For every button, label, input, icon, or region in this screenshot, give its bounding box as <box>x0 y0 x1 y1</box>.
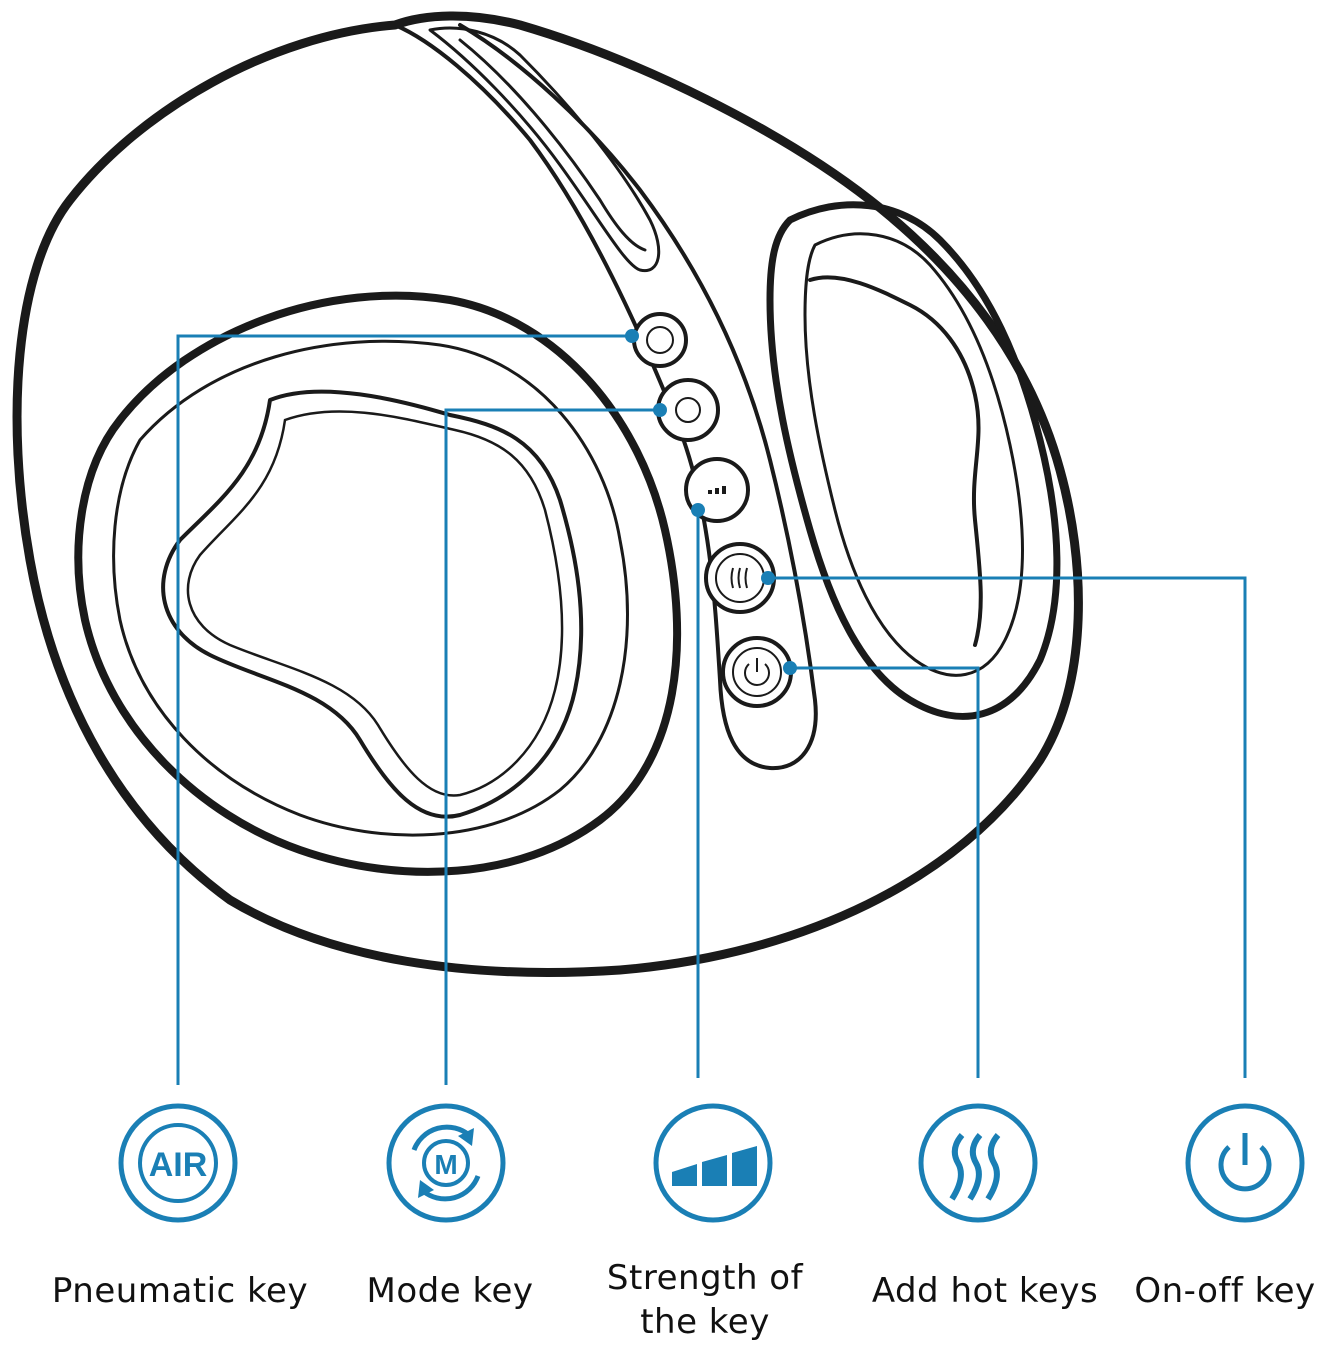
heat-icon <box>918 1103 1038 1223</box>
pneumatic-button[interactable] <box>632 312 688 368</box>
strength-key-label: Strength of the key <box>575 1256 835 1344</box>
heat-callout <box>768 576 1247 1078</box>
strength-bars-icon <box>653 1103 773 1223</box>
mode-icon: M <box>386 1103 506 1223</box>
power-callout-dot <box>783 661 797 675</box>
power-button[interactable] <box>721 636 793 708</box>
control-strip <box>393 23 818 771</box>
right-foot-well-inner <box>803 232 1024 677</box>
massager-outer-shell <box>12 11 1083 977</box>
left-foot-cushion <box>161 389 584 819</box>
pneumatic-key-label: Pneumatic key <box>51 1271 309 1311</box>
pneumatic-callout-dot <box>625 329 639 343</box>
control-strip-groove <box>458 38 647 252</box>
mode-icon-text: M <box>434 1149 457 1180</box>
strength-key-label-line-2: the key <box>640 1302 770 1342</box>
massager-illustration <box>12 11 1083 977</box>
right-foot-well-rim <box>766 201 1061 720</box>
strength-callout-dot <box>691 503 705 517</box>
callout-lines <box>176 329 1247 1085</box>
power-callout <box>790 666 980 1078</box>
mode-callout <box>444 408 660 1085</box>
left-foot-cushion-edge <box>186 410 564 797</box>
air-icon: AIR <box>118 1103 238 1223</box>
power-icon <box>1185 1103 1305 1223</box>
control-strip-inner <box>428 26 661 273</box>
mode-key-label: Mode key <box>366 1271 534 1311</box>
air-icon-text: AIR <box>149 1146 208 1184</box>
left-foot-well-rim <box>74 291 682 876</box>
right-foot-cushion <box>808 275 983 647</box>
left-foot-well-inner <box>112 339 629 837</box>
heat-callout-dot <box>761 571 775 585</box>
add-hot-keys-label: Add hot keys <box>871 1271 1099 1311</box>
key-icons: AIR M <box>118 1103 1305 1223</box>
strength-key-label-line-1: Strength of <box>606 1258 804 1298</box>
mode-callout-dot <box>653 403 667 417</box>
on-off-key-label: On-off key <box>1134 1271 1316 1311</box>
heat-button[interactable] <box>704 542 776 614</box>
pneumatic-callout <box>176 334 632 1085</box>
